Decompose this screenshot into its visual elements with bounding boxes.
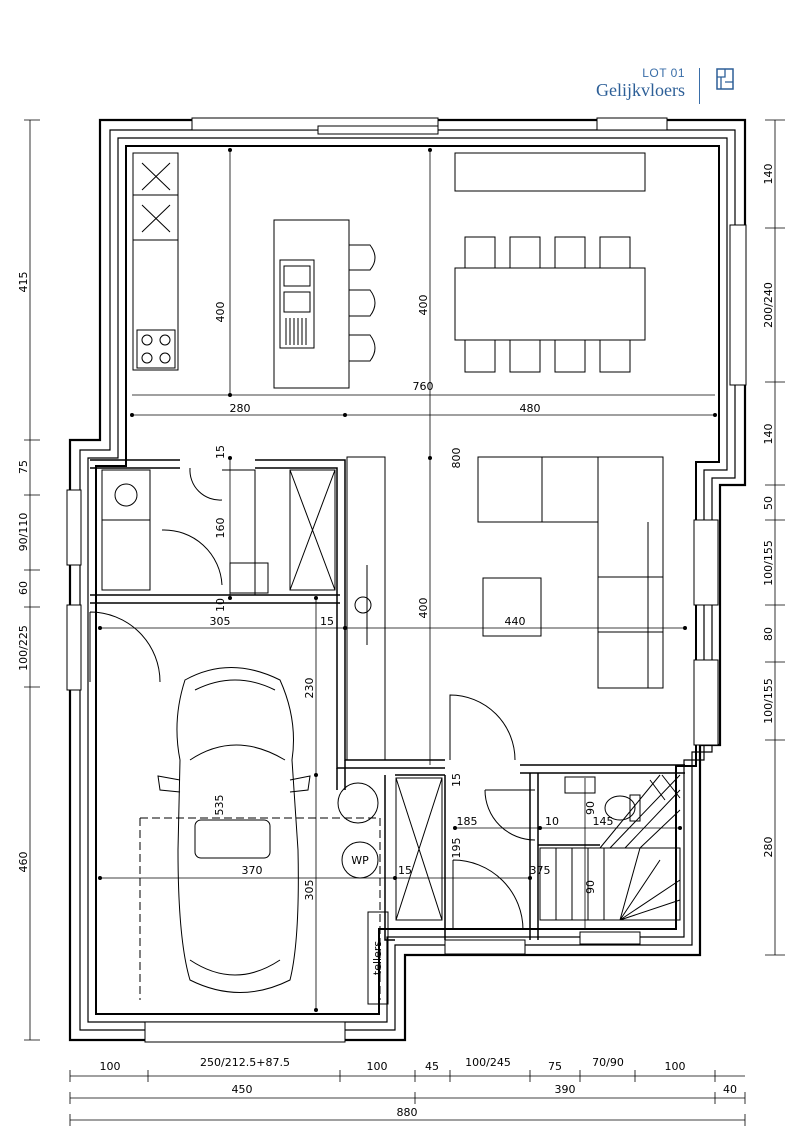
left-dimension-labels: 415 75 90/110 60 100/225 460 [17,272,30,873]
interior-dimension-labels: 400 400 760 280 480 15 800 160 10 305 15… [210,295,614,976]
dim-left-1: 75 [17,460,30,474]
dim-bottom-r1-1: 250/212.5+87.5 [200,1056,290,1069]
dim-right-0: 140 [762,164,775,185]
dim-right-5: 80 [762,627,775,641]
interior-walls [90,459,685,941]
dim-bottom-r1-7: 100 [665,1060,686,1073]
dim-15d: 15 [398,864,412,877]
exterior-walls [68,118,747,1042]
dim-15c: 15 [450,773,463,787]
dining-table [454,152,646,373]
dim-400b: 400 [417,295,430,316]
dim-right-3: 50 [762,496,775,510]
dim-left-0: 415 [17,272,30,293]
dim-right-6: 100/155 [762,678,775,724]
dim-15b: 15 [320,615,334,628]
kitchen-counter [132,152,179,371]
dimension-ticks [98,148,717,1012]
windows [66,117,747,1043]
dim-bottom-r1-4: 100/245 [465,1056,511,1069]
dim-10b: 10 [545,815,559,828]
dim-bottom-r1-3: 45 [425,1060,439,1073]
garage-car [89,611,389,1005]
toilet [564,776,641,822]
dim-90b: 90 [584,880,597,894]
dim-left-2: 90/110 [17,513,30,552]
hall [346,456,536,931]
tellers-label: tellers [371,941,384,975]
bottom-dimension-chains [69,1070,746,1126]
dim-480: 480 [520,402,541,415]
wp-label: WP [351,854,369,867]
floorplan-icon [716,68,734,90]
dim-90a: 90 [584,801,597,815]
dim-15a: 15 [214,445,227,459]
dim-195: 195 [450,838,463,859]
dim-185: 185 [457,815,478,828]
utility-room [101,467,336,595]
dim-370: 370 [242,864,263,877]
dim-bottom-r2-0: 450 [232,1083,253,1096]
lot-label: LOT 01 [642,66,685,80]
dim-400c: 400 [417,598,430,619]
dim-160: 160 [214,518,227,539]
dim-left-5: 460 [17,852,30,873]
dim-280: 280 [230,402,251,415]
staircase [539,774,681,921]
dim-bottom-r1-5: 75 [548,1060,562,1073]
right-dimension-chain [765,119,785,956]
dim-bottom-r2-2: 40 [723,1083,737,1096]
dim-right-4: 100/155 [762,540,775,586]
bottom-dimension-labels: 100 250/212.5+87.5 100 45 100/245 75 70/… [100,1056,738,1119]
right-dimension-labels: 140 200/240 140 50 100/155 80 100/155 28… [762,164,775,858]
dim-right-2: 140 [762,424,775,445]
dim-535: 535 [213,795,226,816]
dim-230: 230 [303,678,316,699]
interior-dimension-lines [100,150,715,1010]
dim-145: 145 [593,815,614,828]
kitchen-island [273,219,376,389]
dim-760: 760 [413,380,434,393]
dim-375: 375 [530,864,551,877]
dim-left-3: 60 [17,581,30,595]
dim-800: 800 [450,448,463,469]
dim-400a: 400 [214,302,227,323]
dim-right-1: 200/240 [762,282,775,328]
dim-bottom-r2-1: 390 [555,1083,576,1096]
dim-right-7: 280 [762,837,775,858]
dim-440: 440 [505,615,526,628]
dim-bottom-r3-0: 880 [397,1106,418,1119]
plan-header: LOT 01 Gelijkvloers [596,66,685,101]
dim-bottom-r1-6: 70/90 [592,1056,624,1069]
dim-10a: 10 [214,598,227,612]
dim-bottom-r1-0: 100 [100,1060,121,1073]
dim-305b: 305 [303,880,316,901]
floor-title: Gelijkvloers [596,80,685,100]
header-divider [699,68,700,104]
left-dimension-chain [24,119,40,1041]
sofa [477,456,664,689]
dim-bottom-r1-2: 100 [367,1060,388,1073]
dim-left-4: 100/225 [17,625,30,671]
dim-305a: 305 [210,615,231,628]
